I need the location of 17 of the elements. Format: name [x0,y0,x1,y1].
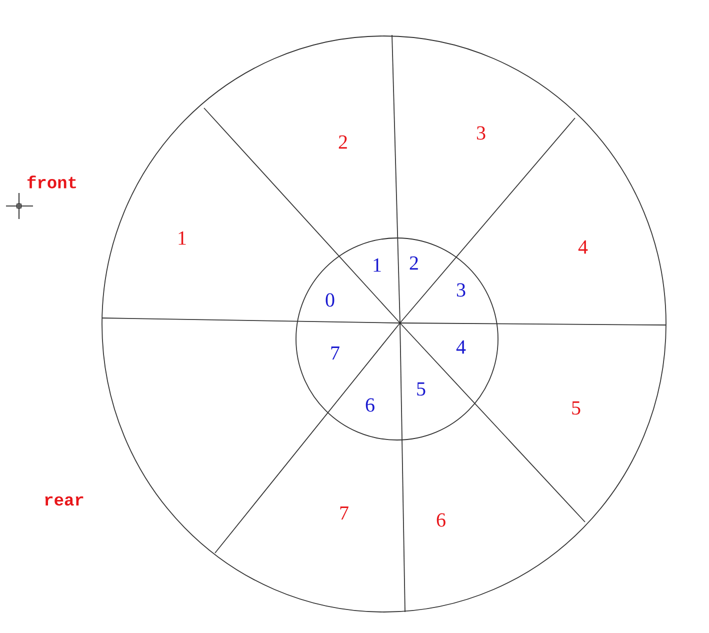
sector-number: 4 [456,340,466,354]
sector-number: 3 [476,126,486,140]
sector-number: 2 [410,256,418,270]
sector-number: 4 [578,240,588,254]
sector-number: 7 [331,346,340,360]
sector-number: 0 [326,293,334,307]
sector-number: 1 [178,231,186,245]
sector-number: 2 [338,135,347,149]
sector-number: 1 [374,258,381,272]
direction-label: rear [45,496,84,506]
sector-number: 5 [417,382,426,396]
sector-number: 3 [456,283,466,297]
sector-number: 6 [366,398,374,412]
sector-number: 5 [572,401,580,415]
sector-number: 6 [436,513,446,527]
direction-label: front [27,176,76,188]
sector-number: 7 [340,506,348,520]
